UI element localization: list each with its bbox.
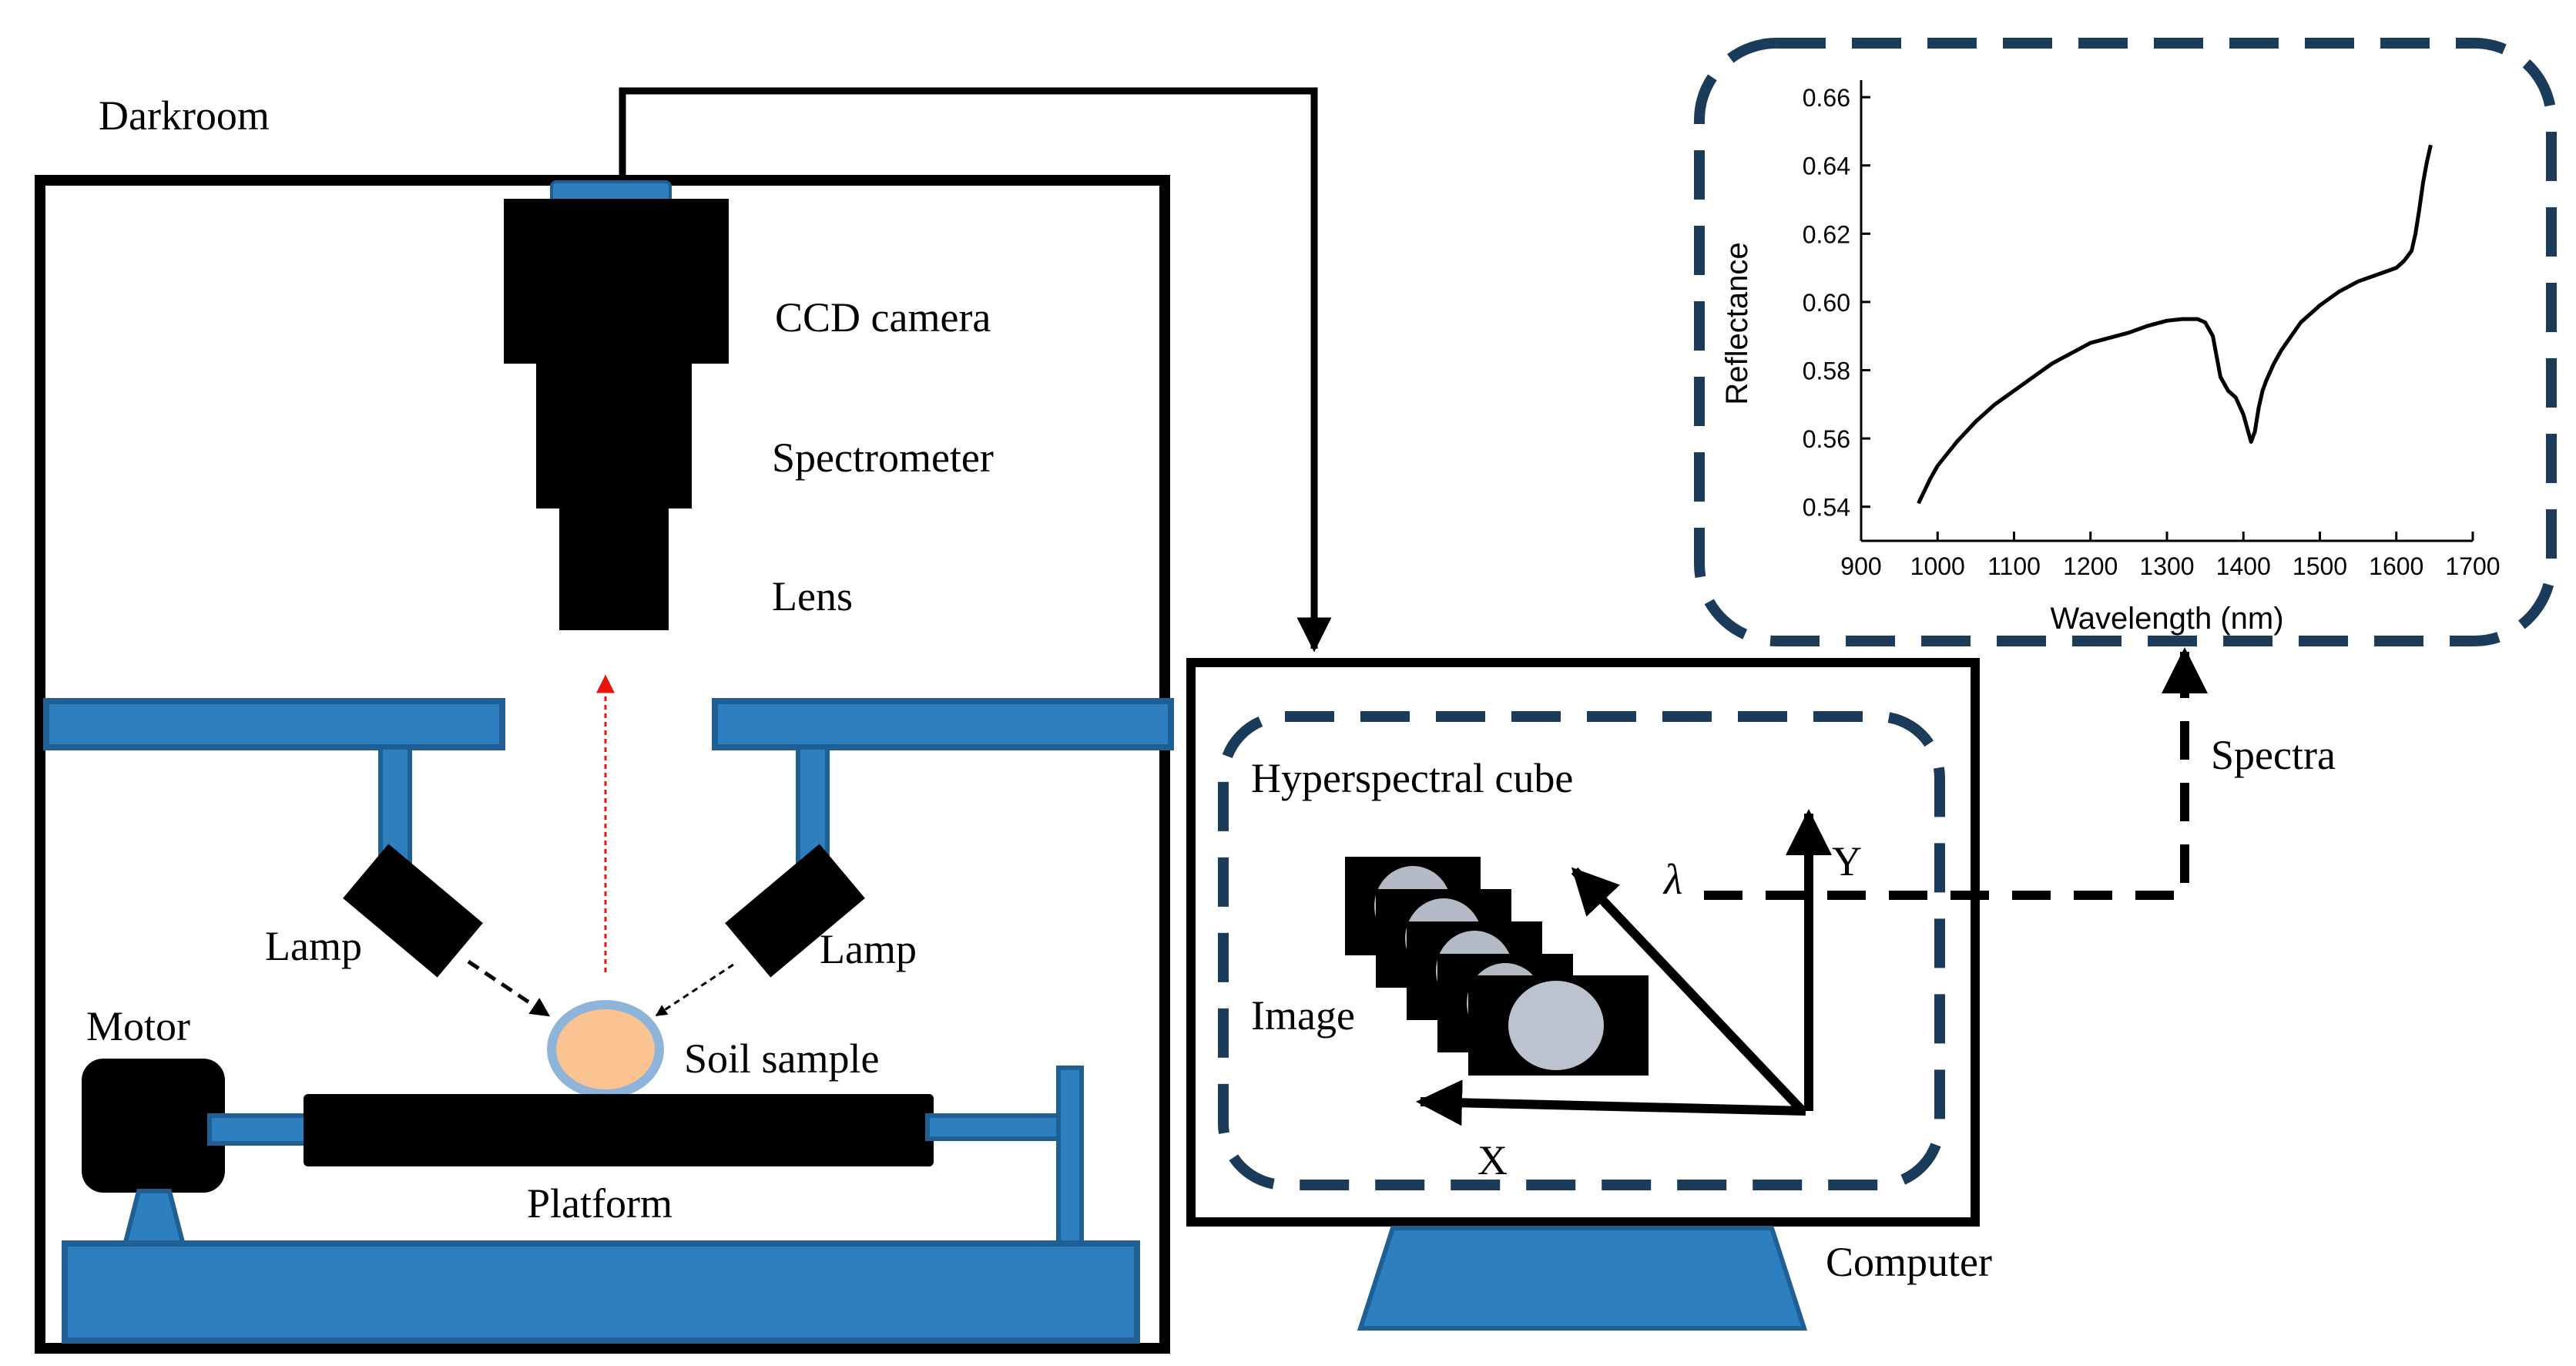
- lamp-arm-left: [378, 745, 412, 865]
- lamp-right-ray: [655, 963, 734, 1017]
- lamp-left-ray: [467, 959, 551, 1018]
- lamp-left-label: Lamp: [265, 923, 362, 969]
- ccd-camera-label: CCD camera: [775, 294, 991, 341]
- base-plate: [62, 1240, 1140, 1344]
- motor-shaft: [207, 1113, 312, 1146]
- chart-x-tick-label: 1200: [2063, 552, 2118, 580]
- soil-sample-label: Soil sample: [684, 1035, 880, 1082]
- darkroom-label: Darkroom: [99, 92, 270, 139]
- motor-body: [82, 1059, 225, 1193]
- computer-monitor: [1186, 658, 1980, 1227]
- chart-x-tick-label: 1300: [2139, 552, 2194, 580]
- platform-label: Platform: [527, 1180, 673, 1227]
- y-axis-label: Y: [1832, 838, 1862, 884]
- x-axis-label: X: [1478, 1137, 1508, 1183]
- computer-label: Computer: [1826, 1239, 1992, 1285]
- lamp-rail-right: [712, 698, 1174, 750]
- chart-x-tick-label: 1500: [2293, 552, 2347, 580]
- lamp-arm-right: [796, 745, 830, 865]
- chart-y-tick-label: 0.54: [1803, 494, 1850, 522]
- chart-x-tick-label: 1400: [2216, 552, 2271, 580]
- spectrometer-body: [536, 364, 692, 508]
- camera-to-computer-cable: [619, 87, 1332, 653]
- chart-x-tick-label: 1100: [1987, 552, 2041, 580]
- lambda-axis-label: λ: [1662, 856, 1682, 904]
- chart-x-label: Wavelength (nm): [2050, 602, 2283, 636]
- soil-sample: [547, 1000, 664, 1099]
- motor-stand: [122, 1189, 186, 1247]
- hyperspectral-cube-label: Hyperspectral cube: [1251, 755, 1573, 801]
- computer-stand: [1357, 1226, 1808, 1331]
- lens-body: [559, 508, 669, 630]
- spectra-label: Spectra: [2211, 732, 2336, 778]
- spectrometer-label: Spectrometer: [772, 435, 994, 481]
- image-label: Image: [1251, 992, 1355, 1039]
- chart-y-tick-label: 0.62: [1803, 220, 1850, 248]
- chart-y-tick-label: 0.66: [1803, 84, 1850, 112]
- platform-rail: [304, 1094, 934, 1166]
- chart-y-tick-label: 0.58: [1803, 357, 1850, 385]
- chart-y-label: Reflectance: [1720, 242, 1754, 404]
- lambda-axis-arrow: [1571, 867, 1806, 1115]
- hyperspectral-cube-panel: [1218, 711, 1945, 1190]
- lamp-left: [343, 844, 483, 978]
- platform-end-post: [1056, 1066, 1084, 1252]
- chart-y-tick-label: 0.56: [1803, 425, 1850, 453]
- motor-label: Motor: [86, 1003, 190, 1049]
- platform-end-shaft: [925, 1113, 1062, 1141]
- chart-x-ticks: 900 1000 1100 1200 1300 1400 1500 1600 1700: [1840, 532, 2501, 580]
- chart-x-tick-label: 1000: [1910, 552, 1965, 580]
- chart-x-tick-label: 900: [1840, 552, 1881, 580]
- chart-y-tick-label: 0.60: [1803, 289, 1850, 317]
- image-stack: [1345, 857, 1649, 1076]
- chart-y-ticks: 0.54 0.56 0.58 0.60 0.62 0.64 0.66: [1803, 84, 1870, 522]
- lamp-right: [725, 844, 865, 978]
- x-axis-arrow: [1416, 1079, 1806, 1126]
- chart-x-tick-label: 1600: [2369, 552, 2423, 580]
- spectrum-chart: 0.54 0.56 0.58 0.60 0.62 0.64 0.66 900 1000 1100…: [1720, 80, 2501, 636]
- lamp-rail-left: [43, 698, 505, 750]
- ccd-camera-body: [504, 199, 729, 364]
- spectrum-panel: [1694, 38, 2557, 646]
- chart-x-tick-label: 1700: [2445, 552, 2500, 580]
- lens-label: Lens: [772, 573, 853, 619]
- image-frame-5: [1468, 975, 1649, 1076]
- lamp-right-label: Lamp: [820, 926, 917, 972]
- chart-y-tick-label: 0.64: [1803, 153, 1850, 180]
- spectrum-series-line: [1917, 144, 2433, 505]
- spectra-extraction-line: [1704, 663, 2189, 900]
